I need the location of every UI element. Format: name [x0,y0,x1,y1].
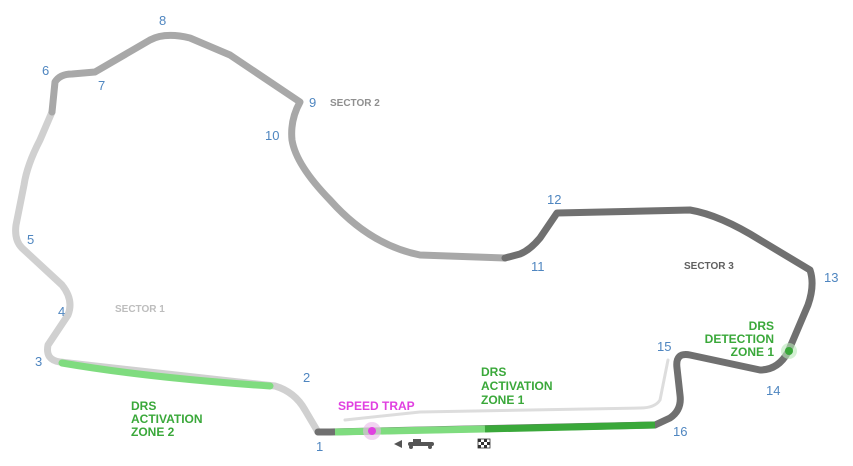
sector-2-track [48,31,509,262]
corner-4: 4 [58,304,65,319]
drs-detection-line-3: ZONE 1 [731,345,775,359]
corner-3: 3 [35,354,42,369]
drs-zone-2-overlay [58,359,274,390]
corner-6: 6 [42,63,49,78]
drs-detection-marker-icon [781,343,797,359]
drs-zone-2-line-2: ACTIVATION [131,412,203,426]
pit-lane [343,358,670,422]
corner-12: 12 [547,192,561,207]
chequered-flag-icon [477,438,491,449]
drs-zone-2-line-1: DRS [131,399,156,413]
sector-3-label: SECTOR 3 [684,261,734,272]
drs-detection-line-2: DETECTION [705,332,774,346]
corner-9: 9 [309,95,316,110]
drs-zone-1-line-2: ACTIVATION [481,379,553,393]
speed-trap-marker-icon [363,422,381,440]
corner-8: 8 [159,13,166,28]
sector-2-label: SECTOR 2 [330,98,380,109]
car-icon [408,439,434,449]
corner-16: 16 [673,424,687,439]
corner-13: 13 [824,270,838,285]
drs-zone-2-line-3: ZONE 2 [131,425,175,439]
corner-14: 14 [766,383,780,398]
corner-2: 2 [303,370,310,385]
drs-detection-line-1: DRS [749,319,774,333]
corner-15: 15 [657,339,671,354]
direction-arrow-icon [394,440,402,448]
sector-1-track [12,108,322,436]
corner-10: 10 [265,128,279,143]
corner-11: 11 [531,259,545,274]
speed-trap-label: SPEED TRAP [338,399,415,413]
sector-1-label: SECTOR 1 [115,304,165,315]
sector-3-track [501,206,816,429]
corner-7: 7 [98,78,105,93]
corner-1: 1 [316,439,323,454]
drs-zone-1-line-3: ZONE 1 [481,393,525,407]
drs-zone-1-line-1: DRS [481,365,506,379]
drs-zone-1-light [334,425,486,436]
corner-5: 5 [27,232,34,247]
drs-zone-1-dark [484,421,656,433]
